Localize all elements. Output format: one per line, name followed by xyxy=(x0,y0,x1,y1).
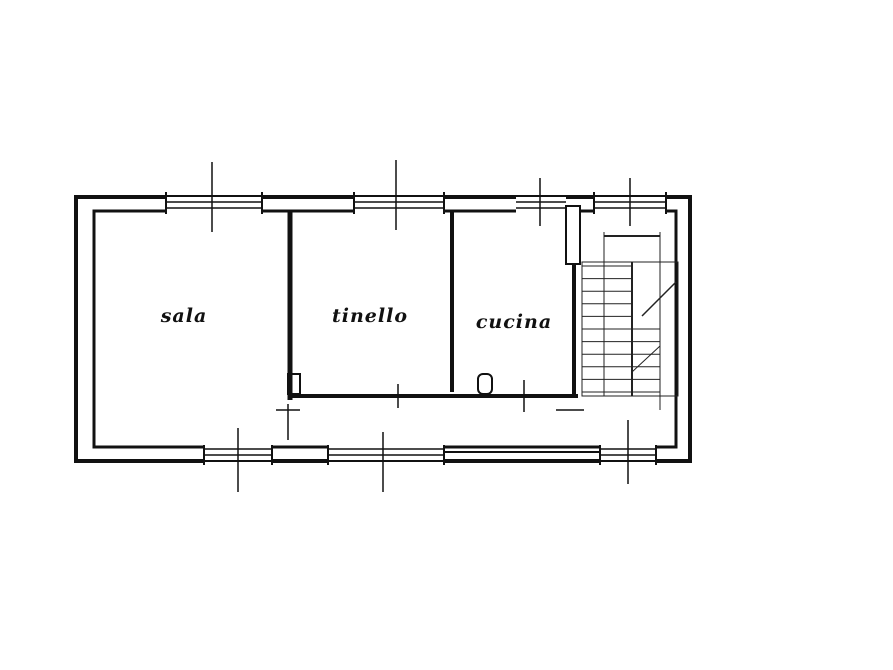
pillar-tinello xyxy=(287,373,301,395)
room-label-tinello: tinello xyxy=(332,305,408,327)
window-bottom-stair xyxy=(599,420,657,484)
staircase xyxy=(581,232,679,410)
window-bottom-corridor xyxy=(327,432,445,492)
window-bottom-sala xyxy=(203,428,273,492)
window-top-cucina xyxy=(516,178,566,226)
interior-walls xyxy=(276,205,584,440)
window-top-stair xyxy=(593,178,667,226)
window-top-sala xyxy=(165,162,263,232)
room-label-cucina: cucina xyxy=(476,311,552,333)
window-top-tinello xyxy=(353,160,445,230)
bottom-windows xyxy=(203,420,657,492)
wall-stub-top xyxy=(565,205,581,265)
room-label-sala: sala xyxy=(160,305,208,327)
room-labels: sala tinello cucina xyxy=(160,305,552,333)
chimney-cucina xyxy=(477,373,493,395)
stair-steps xyxy=(582,265,660,393)
top-windows xyxy=(165,160,667,232)
